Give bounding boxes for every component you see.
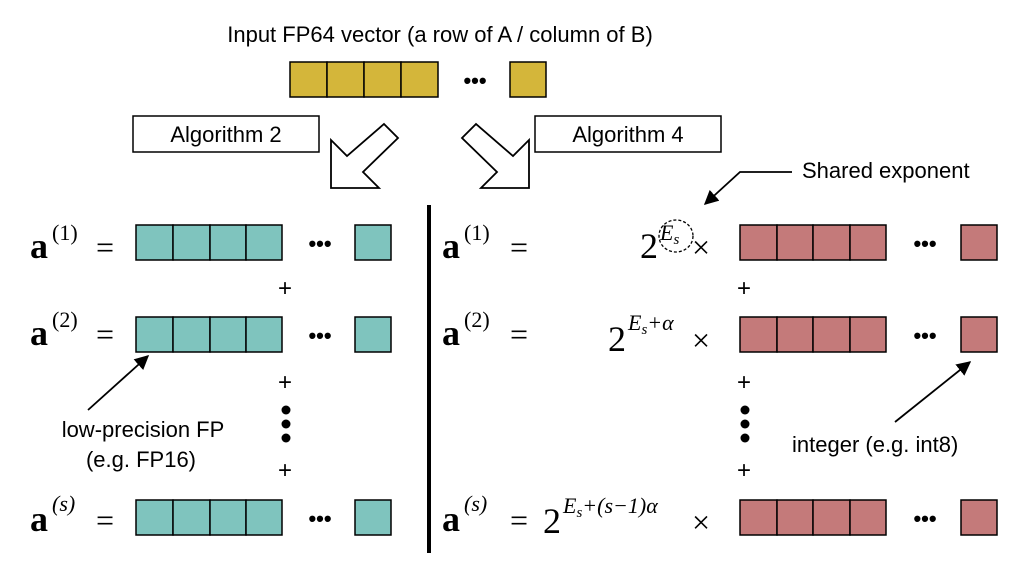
svg-text:Algorithm 2: Algorithm 2 (170, 122, 281, 147)
right-int-vector-s: ••• (739, 499, 998, 536)
arrow-to-algorithm-2 (330, 122, 400, 189)
input-vector-title: Input FP64 vector (a row of A / column o… (227, 22, 653, 47)
left-term-a1: a (1) = (30, 220, 114, 266)
svg-text:a: a (442, 313, 460, 353)
low-precision-label-line1: low-precision FP (62, 417, 225, 442)
algorithm-2-label: Algorithm 2 (132, 115, 320, 153)
right-term-as: a (s) = (442, 491, 528, 539)
svg-text:=: = (510, 316, 528, 352)
svg-text:•••: ••• (913, 323, 936, 348)
svg-text:(1): (1) (52, 220, 78, 245)
svg-text:•••: ••• (913, 506, 936, 531)
right-int-vector-1: ••• (739, 224, 998, 261)
svg-text:(s): (s) (52, 491, 75, 516)
svg-text:Es: Es (659, 220, 679, 248)
shared-exponent-highlight (658, 219, 694, 253)
integer-label: integer (e.g. int8) (792, 432, 958, 457)
svg-text:=: = (96, 316, 114, 352)
right-scale-1: 2 Es × (640, 220, 710, 266)
right-term-a2: a (2) = (442, 307, 528, 353)
svg-text:(2): (2) (52, 307, 78, 332)
input-cell-last (509, 61, 547, 98)
shared-exponent-label: Shared exponent (802, 158, 970, 183)
right-scale-2: 2 Es+α × (608, 310, 710, 359)
left-fp-vector-2: ••• (135, 316, 392, 353)
svg-text:•••: ••• (308, 231, 331, 256)
svg-text:2: 2 (543, 501, 561, 541)
left-plus-3: + (278, 457, 292, 484)
input-cell-2 (326, 61, 365, 98)
svg-text:(1): (1) (464, 220, 490, 245)
right-plus-1: + (737, 275, 751, 302)
input-cell-4 (400, 61, 439, 98)
svg-text:•••: ••• (913, 231, 936, 256)
low-precision-label-line2: (e.g. FP16) (86, 447, 196, 472)
left-term-a2: a (2) = (30, 307, 114, 353)
right-term-a1: a (1) = (442, 220, 528, 266)
svg-text:=: = (510, 502, 528, 538)
svg-text:=: = (96, 502, 114, 538)
svg-text:Es+α: Es+α (627, 310, 674, 338)
svg-text:×: × (692, 229, 710, 265)
right-scale-s: 2 Es+(s−1)α × (543, 493, 710, 541)
svg-text:(2): (2) (464, 307, 490, 332)
input-cell-3 (363, 61, 402, 98)
left-plus-2: + (278, 369, 292, 396)
svg-text:=: = (510, 229, 528, 265)
svg-text:a: a (30, 499, 48, 539)
left-vertical-ellipsis (281, 405, 291, 443)
svg-text:=: = (96, 229, 114, 265)
right-plus-3: + (737, 457, 751, 484)
svg-text:•••: ••• (308, 506, 331, 531)
low-precision-arrow (87, 355, 150, 411)
arrow-to-algorithm-4 (460, 122, 530, 189)
input-ellipsis: ••• (463, 68, 486, 93)
svg-text:2: 2 (608, 319, 626, 359)
svg-text:a: a (30, 313, 48, 353)
shared-exponent-arrow (703, 171, 792, 205)
right-vertical-ellipsis (740, 405, 750, 443)
algorithm-4-label: Algorithm 4 (534, 115, 722, 153)
left-fp-vector-s: ••• (135, 499, 392, 536)
left-fp-vector-1: ••• (135, 224, 392, 261)
right-plus-2: + (737, 369, 751, 396)
left-plus-1: + (278, 275, 292, 302)
svg-text:Es+(s−1)α: Es+(s−1)α (562, 493, 658, 521)
right-int-vector-2: ••• (739, 316, 998, 353)
svg-text:(s): (s) (464, 491, 487, 516)
svg-text:Algorithm 4: Algorithm 4 (572, 122, 683, 147)
input-cell-1 (289, 61, 328, 98)
svg-text:×: × (692, 322, 710, 358)
svg-text:a: a (442, 499, 460, 539)
svg-text:a: a (442, 226, 460, 266)
left-term-as: a (s) = (30, 491, 114, 539)
svg-text:•••: ••• (308, 323, 331, 348)
input-fp64-vector: ••• (289, 61, 547, 98)
integer-arrow (894, 361, 972, 423)
svg-text:a: a (30, 226, 48, 266)
svg-text:2: 2 (640, 226, 658, 266)
svg-text:×: × (692, 504, 710, 540)
